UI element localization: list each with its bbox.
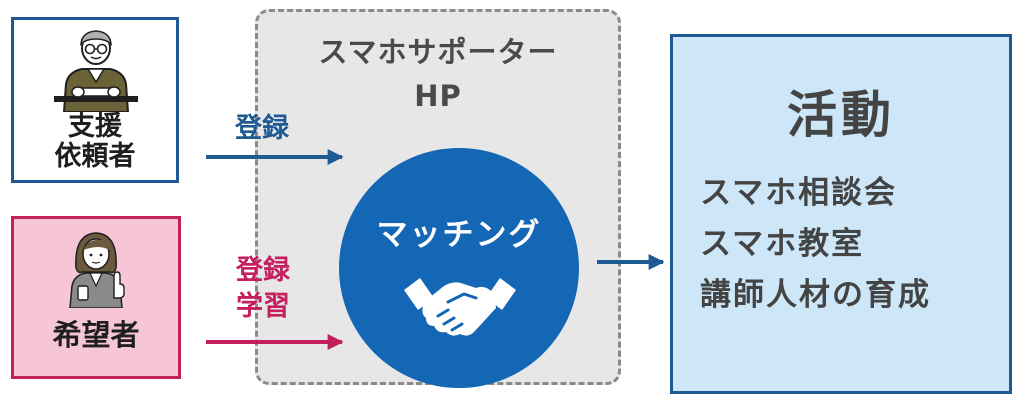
activity-item: スマホ相談会 xyxy=(700,175,898,211)
site-title-line1: スマホサポーター xyxy=(318,35,558,69)
site-title-line2: HP xyxy=(414,79,462,113)
handshake-icon xyxy=(404,278,516,336)
elderly-man-icon xyxy=(54,30,138,112)
site-title: スマホサポーター HP xyxy=(255,30,621,118)
activity-list: スマホ相談会 スマホ教室 講師人材の育成 xyxy=(700,168,1012,321)
activity-box xyxy=(670,34,1012,394)
register-label-bottom: 登録 学習 xyxy=(236,253,316,325)
matching-label: マッチング xyxy=(376,217,542,253)
activity-item: 講師人材の育成 xyxy=(700,277,931,313)
requester-label-line2: 依頼者 xyxy=(54,141,136,172)
register-label-bottom-line1: 登録 xyxy=(236,255,290,286)
woman-pointing-icon xyxy=(69,232,125,308)
register-label-bottom-line2: 学習 xyxy=(236,291,290,322)
applicant-label: 希望者 xyxy=(52,318,140,352)
requester-label: 支援 依頼者 xyxy=(11,112,179,172)
activity-item: スマホ教室 xyxy=(700,226,865,262)
register-label-top: 登録 xyxy=(235,113,289,144)
requester-label-line1: 支援 xyxy=(68,111,122,142)
activity-title: 活動 xyxy=(787,86,895,144)
matching-circle xyxy=(339,148,579,388)
